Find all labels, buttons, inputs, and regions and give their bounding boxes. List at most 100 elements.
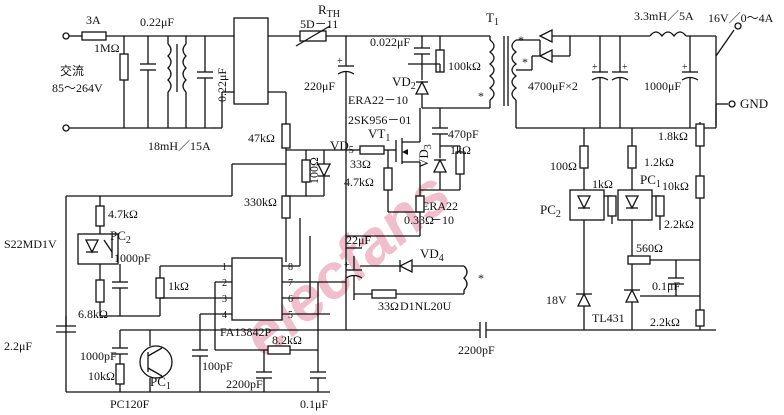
svg-text:*: * — [478, 271, 484, 285]
transformer-secondary — [511, 39, 518, 101]
common-mode-choke — [167, 36, 187, 128]
c-22u-label: 22μF — [346, 233, 371, 247]
pc2-out-label: PC2 — [540, 202, 561, 220]
c-0-1u-out-label: 0.1μF — [652, 279, 680, 293]
r-4k7-pc-label: 4.7kΩ — [108, 207, 138, 221]
r-4k7-gate-label: 4.7kΩ — [344, 175, 374, 189]
c-4700-label: 4700μF×2 — [528, 79, 578, 93]
resistor-4k7-pc — [95, 205, 105, 227]
v-out-label: 16V／0～4A — [708, 11, 774, 25]
svg-text:2: 2 — [222, 278, 227, 289]
c-2200p-label: 2200pF — [458, 343, 495, 357]
svg-text:8: 8 — [288, 262, 293, 273]
bridge-rectifier — [233, 17, 269, 105]
optocoupler-pc2-out — [569, 189, 605, 221]
c-snub-label: 0.022μF — [370, 35, 410, 49]
resistor-1k-ic — [155, 277, 165, 299]
r-0-33-label: 0.33Ω — [404, 213, 434, 227]
ac-range-label: 85～264V — [52, 81, 103, 95]
r-100-out-label: 100Ω — [550, 159, 577, 173]
c-0-1u-label: 0.1μF — [300, 397, 328, 411]
zener-s22-label: S22MD1V — [4, 237, 57, 251]
choke-label: 18mH／15A — [148, 139, 211, 153]
svg-text:*: * — [518, 33, 524, 47]
transformer-aux-winding — [463, 265, 468, 291]
r-10k-out-label: 10kΩ — [662, 179, 689, 193]
svg-text:1: 1 — [222, 262, 227, 273]
svg-text:7: 7 — [288, 278, 293, 289]
c-in2-label: 0.22μF — [215, 68, 229, 102]
resistor-1k2 — [627, 145, 637, 169]
vd4-label: VD4 — [420, 246, 444, 264]
ac-input-section: 3A 0.22μF 1MΩ 交流 85～264V 0.22μF 18mH／15A — [52, 13, 300, 153]
c-2-2-label: 2.2μF — [4, 339, 32, 353]
r-33-gate-label: 33Ω — [350, 157, 371, 171]
resistor-4k7-gate — [383, 167, 393, 191]
svg-text:3: 3 — [222, 294, 227, 305]
secondary-section: T1 * * + + 4700μF×2 3.3mH／5A — [486, 9, 774, 330]
rth-label: RTH — [318, 2, 340, 20]
svg-text:+: + — [592, 62, 598, 73]
tl431-label: TL431 — [592, 311, 625, 325]
rth-part-label: 5D－11 — [300, 17, 338, 31]
svg-text:+: + — [344, 260, 350, 271]
resistor-330k — [281, 195, 291, 219]
r-1k2-label: 1.2kΩ — [644, 155, 674, 169]
r-1k-gate-label: 1kΩ — [450, 143, 471, 157]
era1-label: ERA22－10 — [348, 93, 408, 107]
c-1000u-label: 1000μF — [644, 79, 681, 93]
resistor-0-33 — [415, 195, 425, 213]
r-10k-b-label: 10kΩ — [88, 369, 115, 383]
svg-text:+: + — [682, 62, 688, 73]
c-1000p-b-label: 1000pF — [80, 349, 117, 363]
gnd-label: GND — [740, 96, 768, 111]
pc1-label: PC1 — [640, 172, 661, 190]
resistor-1m — [119, 53, 129, 81]
r-47k-label: 47kΩ — [248, 131, 275, 145]
primary-section: RTH 5D－11 + 220μF 0.022μF 100kΩ VD2 ERA2… — [244, 2, 509, 300]
control-ic-section: 1 2 3 4 8 7 6 5 FA13842P 22μF + VD4 — [4, 163, 716, 411]
svg-text:4: 4 — [222, 310, 227, 321]
r-2k2-label: 2.2kΩ — [664, 217, 694, 231]
optocoupler-pc2 — [77, 233, 119, 265]
svg-text:*: * — [478, 89, 484, 103]
c-100p-label: 100pF — [202, 359, 233, 373]
inductor-3-3mh — [649, 31, 687, 38]
c-1000p-label: 1000pF — [114, 251, 151, 265]
d1nl-label: D1NL20U — [400, 299, 452, 313]
ic-fa13842p — [231, 257, 283, 321]
vd5-label: VD5 — [330, 138, 354, 156]
era2a-label: ERA22 — [422, 199, 458, 213]
resistor-33-aux — [371, 289, 397, 299]
pc2-label: PC2 — [110, 228, 131, 246]
resistor-1k-out — [607, 195, 617, 217]
svg-text:*: * — [522, 55, 528, 69]
c-470p-label: 470pF — [448, 127, 479, 141]
c-2200p-s-label: 2200pF — [226, 377, 263, 391]
resistor-47k — [281, 123, 291, 149]
r-8k2-label: 8.2kΩ — [272, 333, 302, 347]
fuse-3a — [81, 31, 107, 41]
r-1k-ic-label: 1kΩ — [168, 279, 189, 293]
svg-text:+: + — [337, 56, 343, 67]
ic-part-label: FA13842P — [220, 325, 271, 339]
vt1-label: VT1 — [368, 126, 390, 144]
r-330k-label: 330kΩ — [244, 195, 277, 209]
r-33-aux-label: 33Ω — [378, 299, 399, 313]
regulator-tl431 — [624, 288, 640, 303]
resistor-10k-b — [115, 363, 125, 385]
resistor-8k2 — [267, 345, 291, 355]
c-in1-label: 0.22μF — [140, 15, 174, 29]
svg-text:5: 5 — [288, 310, 293, 321]
diode-vd5 — [316, 163, 332, 178]
r-6k8-label: 6.8kΩ — [78, 307, 108, 321]
r-2k2-b-label: 2.2kΩ — [650, 315, 680, 329]
vd3-label: VD3 — [416, 144, 434, 168]
mosfet-part-label: 2SK956－01 — [348, 113, 411, 127]
diode-vd2 — [414, 80, 430, 95]
zener-18v — [576, 292, 592, 307]
svg-text:6: 6 — [288, 294, 293, 305]
r-1m-label: 1MΩ — [94, 41, 120, 55]
svg-text:+: + — [622, 62, 628, 73]
